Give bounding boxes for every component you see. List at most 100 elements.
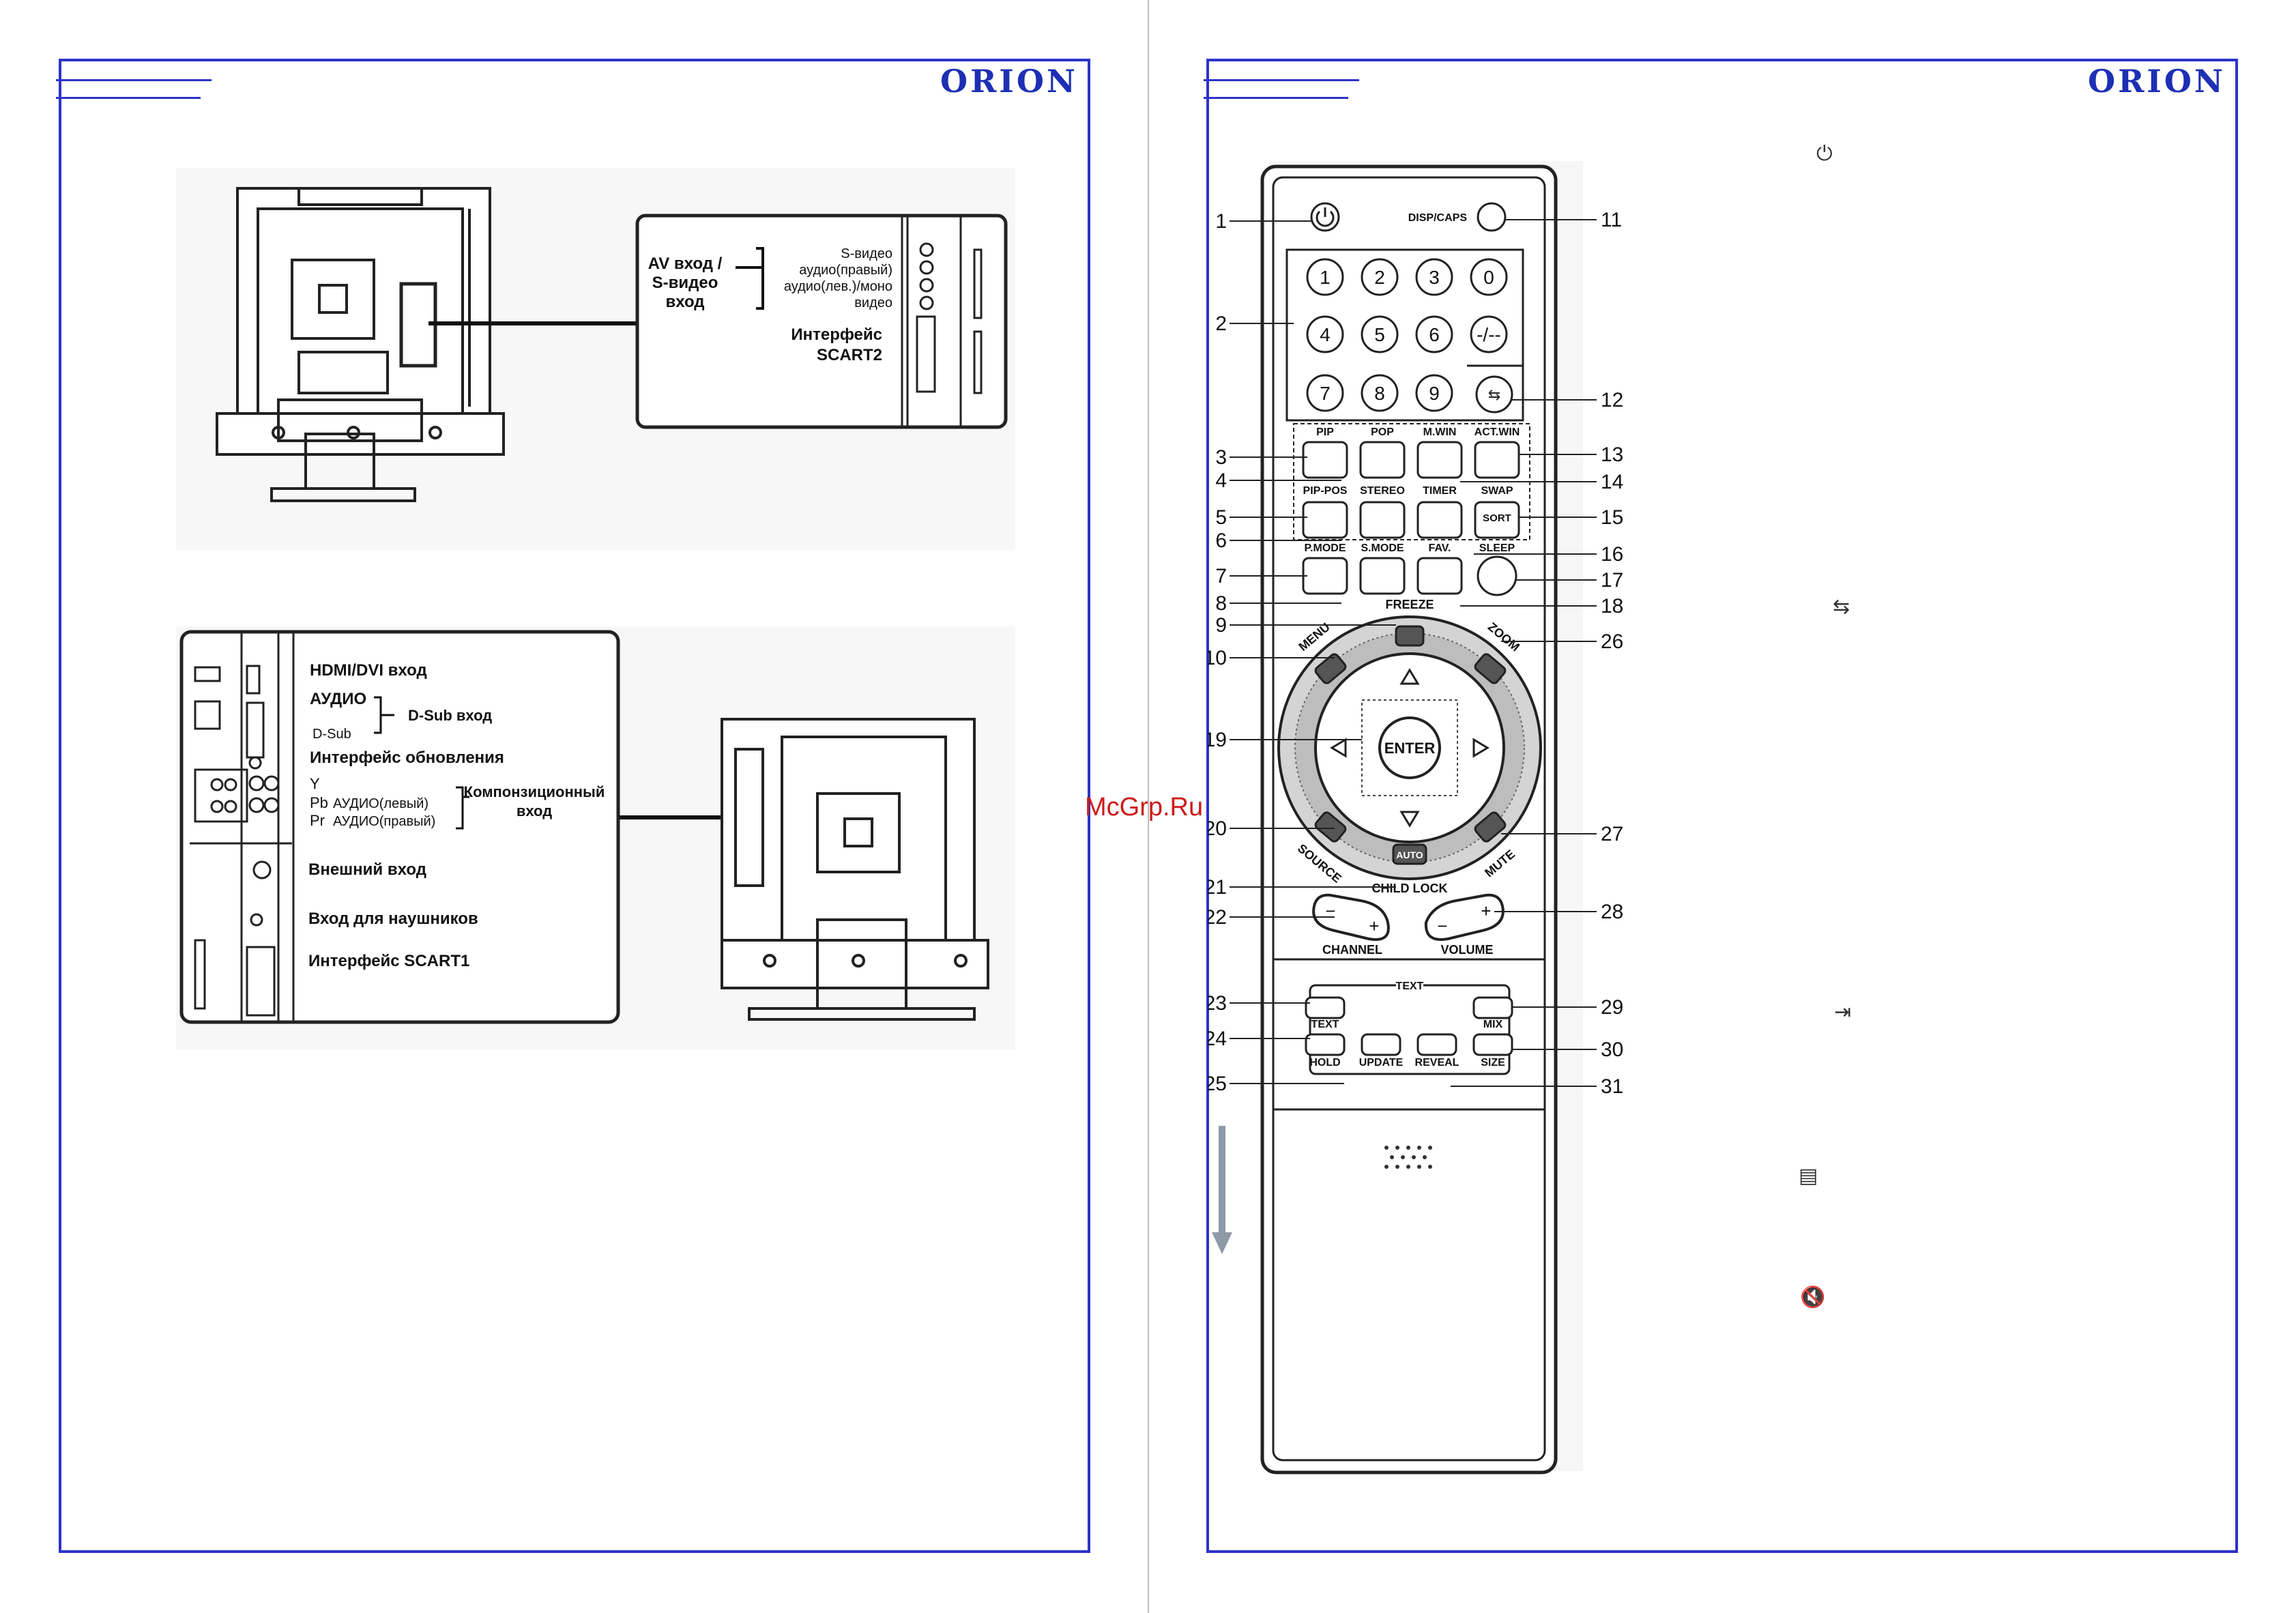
nav-down-button[interactable] [1399,811,1420,828]
function-button[interactable] [1474,441,1520,479]
teletext-button[interactable] [1305,1033,1346,1056]
digit-label: 4 [1320,324,1331,345]
function-button-label: FAV. [1429,542,1451,554]
channel-rocker[interactable] [1312,893,1390,941]
scart2-label-2: SCART2 [817,346,882,364]
function-button[interactable] [1302,501,1348,539]
auto-label: AUTO [1396,849,1423,860]
function-button[interactable] [1416,441,1463,479]
power-button[interactable] [1310,202,1340,232]
teletext-button-label: REVEAL [1415,1057,1459,1069]
av-input-label-3: вход [665,293,704,311]
function-button[interactable] [1302,557,1348,595]
function-button[interactable] [1359,557,1406,595]
digit-button[interactable] [1306,315,1344,353]
teletext-button-label: SIZE [1481,1057,1505,1069]
volume-rocker[interactable] [1424,893,1505,941]
function-button[interactable] [1474,501,1520,539]
function-button[interactable] [1359,441,1406,479]
headphones-label: Вход для наушников [308,910,478,928]
function-button[interactable] [1302,441,1348,479]
tv-side-drawing [721,718,989,1021]
callout-number: 1 [1215,210,1227,233]
digit-button[interactable] [1415,374,1453,412]
enter-button[interactable] [1378,716,1441,779]
callout-number: 17 [1601,569,1623,592]
digit-label: 9 [1429,383,1440,404]
callout-number: 3 [1215,446,1227,469]
nav-left-button[interactable] [1330,738,1347,758]
volume-plus: + [1481,901,1491,921]
scart2-label-1: Интерфейс [791,325,882,344]
menu-button[interactable] [1314,652,1348,684]
digit-button[interactable] [1361,258,1399,296]
digit-button[interactable] [1361,315,1399,353]
teletext-button[interactable] [1416,1033,1457,1056]
function-button[interactable] [1416,501,1463,539]
dsub-label: D-Sub [313,727,351,742]
callout-number: 24 [1208,1028,1227,1050]
teletext-button[interactable] [1361,1033,1401,1056]
sleep-button[interactable] [1477,555,1517,596]
scart1-label: Интерфейс SCART1 [308,952,469,970]
subtitle-icon: ▤ [1799,1164,1818,1188]
callout-number: 19 [1208,729,1227,751]
swap-button[interactable]: ⇆ [1475,375,1513,413]
teletext-button[interactable] [1472,1033,1513,1056]
callout-number: 4 [1215,469,1227,492]
teletext-button[interactable] [1472,996,1513,1019]
teletext-button-label: UPDATE [1359,1057,1404,1069]
callout-number: 29 [1601,996,1623,1019]
digit-button[interactable] [1306,374,1344,412]
digit-button[interactable] [1470,315,1508,353]
mute-button[interactable] [1474,811,1507,843]
volume-minus: − [1437,916,1447,936]
left-brand-logo: ORION [940,63,1078,100]
function-button[interactable] [1416,557,1463,595]
volume-label: VOLUME [1440,943,1493,957]
pr-label: Pr [310,812,325,829]
source-button[interactable] [1314,811,1348,843]
function-button[interactable] [1359,501,1406,539]
callout-number: 7 [1215,565,1227,587]
function-button-label: SWAP [1481,485,1513,497]
update-port-label: Интерфейс обновления [310,749,504,767]
audio-left-mono-jack-label: аудио(лев.)/моно [784,279,892,294]
teletext-button[interactable] [1305,996,1346,1019]
teletext-button-label: MIX [1483,1019,1503,1030]
child-lock-label: CHILD LOCK [1372,882,1448,895]
digit-label: 2 [1374,267,1385,288]
av-input-label-1: AV вход / [648,255,723,273]
digit-button[interactable] [1306,258,1344,296]
video-jack-label: видео [854,295,892,310]
digit-button[interactable] [1361,374,1399,412]
teletext-button-label: HOLD [1309,1057,1340,1069]
power-icon: ⏻ [1816,142,1833,166]
digit-button[interactable] [1470,258,1508,296]
tv-rear-drawing [216,187,505,502]
callout-number: 10 [1208,647,1227,669]
page-divider [1148,0,1149,1613]
auto-button[interactable] [1392,843,1427,865]
dispcaps-button[interactable] [1477,202,1507,232]
right-header-rule [1204,79,1359,81]
zoom-button[interactable] [1474,652,1507,684]
freeze-button[interactable] [1395,625,1425,647]
nav-up-button[interactable] [1399,668,1420,685]
y-label: Y [310,775,320,792]
right-page-frame [1206,59,2238,1553]
external-input-label: Внешний вход [308,860,426,879]
digit-button[interactable] [1415,258,1453,296]
slide-arrow [1212,1126,1232,1254]
svg-text:⇆: ⇆ [1488,386,1500,403]
pb-label: Pb [310,794,328,811]
digit-button[interactable] [1415,315,1453,353]
audio-right-jack-label: аудио(правый) [799,263,892,278]
input-icon: ⇥ [1834,1000,1852,1024]
callout-number: 9 [1215,614,1227,637]
function-button-label: P.MODE [1304,542,1346,554]
nav-right-button[interactable] [1472,738,1490,758]
left-page-frame [59,59,1090,1553]
digit-label: 0 [1483,267,1494,288]
